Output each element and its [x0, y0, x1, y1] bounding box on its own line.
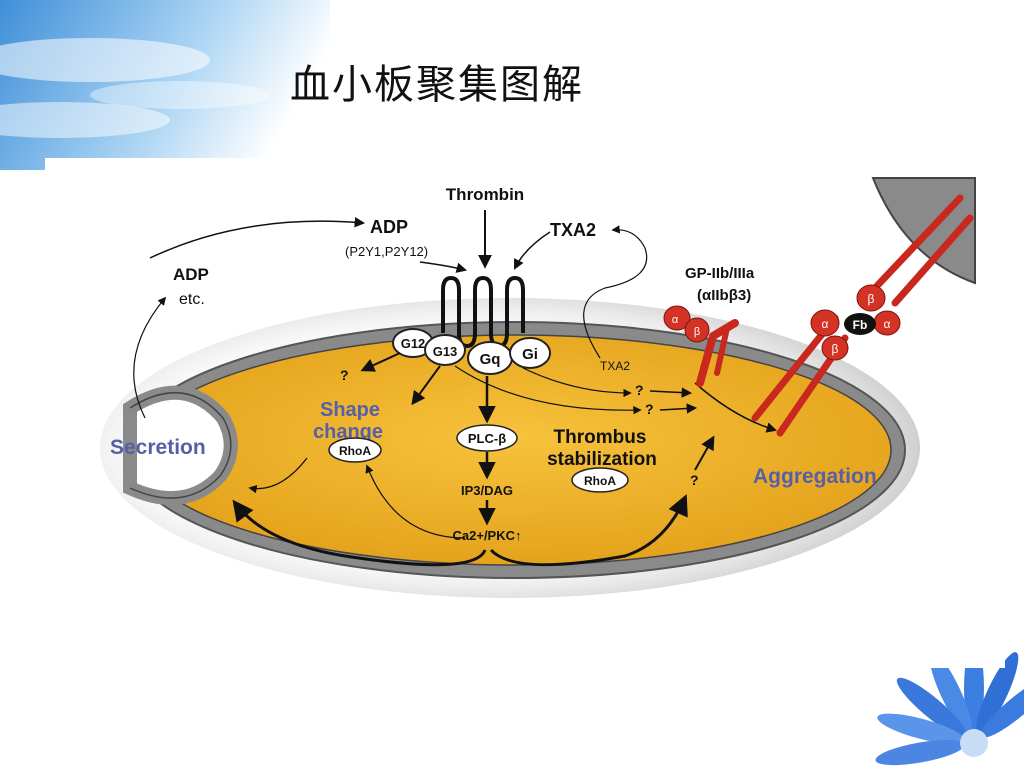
adp-top-label: ADP	[370, 217, 408, 237]
svg-text:Fb: Fb	[853, 318, 868, 332]
svg-text:α: α	[822, 317, 829, 331]
rhoa-right-badge: RhoA	[571, 467, 629, 493]
arrow-gi-q2	[522, 367, 632, 398]
slide-title: 血小板聚集图解	[290, 62, 584, 108]
question-2: ?	[635, 382, 644, 398]
fibrinogen-badge: Fb	[844, 313, 876, 335]
question-1: ?	[340, 367, 349, 383]
thrombin-label: Thrombin	[446, 185, 524, 204]
ca-pkc-label: Ca2+/PKC↑	[453, 528, 522, 543]
platelet-diagram: G12 G13 Gq Gi Thrombin ADP (P2Y1,P2Y12) …	[45, 158, 1005, 668]
svg-text:G12: G12	[401, 336, 426, 351]
txa2-inner-label: TXA2	[600, 359, 630, 373]
svg-text:RhoA: RhoA	[584, 474, 616, 488]
svg-text:α: α	[884, 317, 891, 331]
aggregation-label: Aggregation	[753, 465, 877, 488]
svg-text:Gq: Gq	[480, 351, 501, 368]
arrow-g13-q3	[454, 365, 642, 415]
integrin-right: α β β α	[751, 194, 974, 437]
arrow-g12-q	[360, 352, 401, 372]
arrow-ca-aggregation	[489, 494, 688, 567]
arrow-q3-aggregation	[659, 403, 698, 414]
g-protein-g12: G12	[392, 328, 434, 358]
svg-text:G13: G13	[433, 344, 458, 359]
svg-text:β: β	[694, 326, 700, 338]
question-4: ?	[690, 472, 699, 488]
thrombus-label-1: Thrombus	[554, 427, 647, 448]
ip3dag-label: IP3/DAG	[461, 483, 513, 498]
arrow-secretion-up	[133, 296, 167, 419]
svg-text:PLC-β: PLC-β	[468, 431, 506, 446]
arrow-txa2-loop	[583, 225, 648, 359]
gp-title-label: GP-IIb/IIIa	[685, 265, 755, 282]
arrow-shape-secretion	[248, 457, 308, 494]
shape-change-label-2: change	[313, 421, 383, 443]
arrow-g13-shape	[411, 365, 441, 406]
svg-text:β: β	[868, 292, 875, 306]
arrow-to-gp	[694, 382, 778, 433]
g-protein-g13: G13	[424, 334, 466, 366]
svg-text:Gi: Gi	[522, 346, 538, 363]
txa2-top-label: TXA2	[550, 220, 596, 240]
g-protein-gq: Gq	[467, 341, 513, 375]
arrow-ca-secretion	[232, 499, 487, 567]
gp-sub-label: (αIIbβ3)	[697, 287, 751, 304]
rhoa-left-badge: RhoA	[328, 437, 382, 463]
question-3: ?	[645, 401, 654, 417]
arrow-ca-rhoa	[365, 464, 466, 539]
adp-receptors-label: (P2Y1,P2Y12)	[345, 244, 428, 259]
sky-decoration	[0, 0, 330, 170]
svg-text:α: α	[672, 314, 679, 326]
adp-left-label: ADP	[173, 265, 209, 284]
arrow-adp-top	[149, 217, 366, 259]
shape-change-label-1: Shape	[320, 399, 380, 421]
flower-decoration	[824, 648, 1024, 768]
adp-left-sub-label: etc.	[179, 291, 205, 308]
gpcr-receptor	[441, 275, 525, 349]
thrombus-label-2: stabilization	[547, 449, 657, 470]
integrin-left: α β	[663, 305, 739, 387]
arrow-q4-up	[694, 435, 715, 471]
svg-text:RhoA: RhoA	[339, 444, 371, 458]
arrow-adp-down	[419, 261, 468, 273]
plc-badge: PLC-β	[456, 424, 518, 452]
svg-text:β: β	[832, 342, 839, 356]
secretion-label: Secretion	[110, 436, 206, 459]
arrow-txa2-down	[514, 231, 551, 270]
arrow-q2-aggregation	[649, 387, 693, 398]
g-protein-gi: Gi	[509, 337, 551, 369]
